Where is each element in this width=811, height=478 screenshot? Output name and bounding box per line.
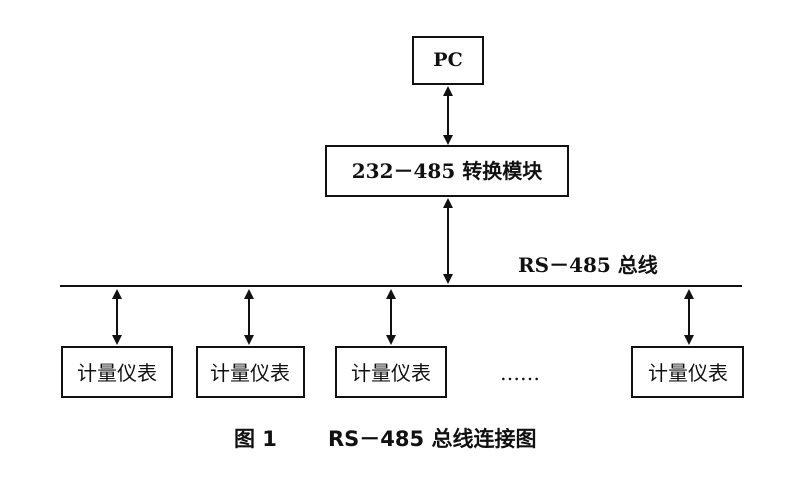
- meter-box: [335, 346, 447, 398]
- meter-node: 计量仪表: [196, 346, 305, 398]
- meter-node: 计量仪表: [631, 346, 744, 398]
- meter-box: [196, 346, 305, 398]
- meter-label: 计量仪表: [77, 361, 157, 385]
- meter-box: [631, 346, 744, 398]
- pc-box: [412, 36, 484, 85]
- converter-node: 232－485 转换模块: [325, 145, 569, 197]
- converter-label: 232－485 转换模块: [352, 159, 543, 183]
- meter-label: 计量仪表: [210, 361, 290, 385]
- meter-node: 计量仪表: [335, 346, 447, 398]
- figure-title: RS－485 总线连接图: [328, 427, 536, 451]
- meter-label: 计量仪表: [351, 361, 431, 385]
- converter-box: [325, 145, 569, 197]
- bus-label: RS－485 总线: [518, 253, 658, 277]
- ellipsis: ……: [500, 361, 540, 385]
- meter-label: 计量仪表: [648, 361, 728, 385]
- figure-number: 图 1: [234, 427, 277, 451]
- meter-node: 计量仪表: [61, 346, 173, 398]
- pc-node: PC: [412, 36, 484, 85]
- meter-box: [61, 346, 173, 398]
- pc-label: PC: [433, 49, 462, 71]
